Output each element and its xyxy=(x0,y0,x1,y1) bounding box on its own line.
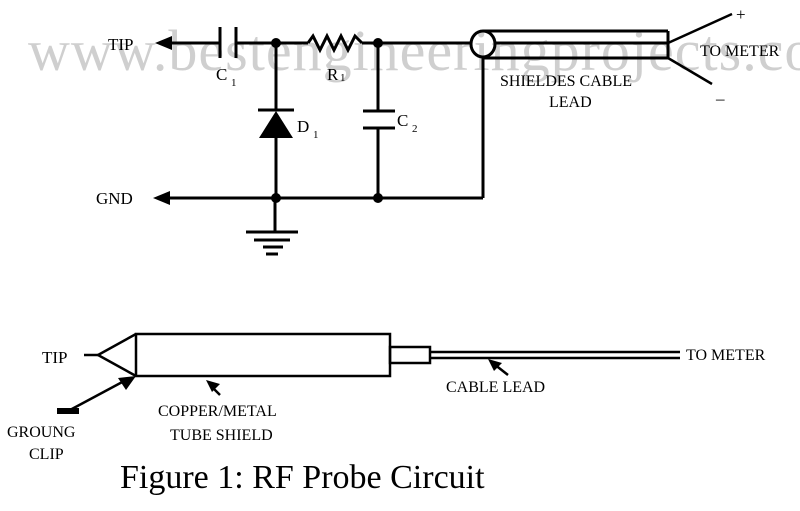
schematic: TIP C 1 R 1 D 1 C xyxy=(96,5,780,256)
lead-positive xyxy=(667,12,733,45)
r1-subscript: 1 xyxy=(340,72,346,84)
cable-lead-arrow-icon xyxy=(488,359,502,371)
lead-negative xyxy=(667,56,713,86)
ground-symbol-icon xyxy=(246,198,298,256)
probe-tip-label: TIP xyxy=(42,348,68,367)
junction-node xyxy=(373,193,383,203)
c1-label: C xyxy=(216,65,227,84)
c2-subscript: 2 xyxy=(412,123,418,135)
cable-lead-label: CABLE LEAD xyxy=(446,379,545,396)
copper-tube-shield xyxy=(134,332,392,378)
probe-tip-cone xyxy=(95,332,137,378)
capacitor-c2 xyxy=(363,109,395,130)
figure-caption: Figure 1: RF Probe Circuit xyxy=(120,459,485,496)
c1-subscript: 1 xyxy=(231,77,237,89)
c2-label: C xyxy=(397,111,408,130)
cable-label-line1: SHIELDES CABLE xyxy=(500,73,632,90)
plus-sign: + xyxy=(736,5,746,24)
diode-d1 xyxy=(258,108,294,138)
ground-clip-icon xyxy=(57,408,79,414)
shield-label-line2: TUBE SHIELD xyxy=(170,427,273,444)
d1-label: D xyxy=(297,117,309,136)
ground-clip-label-line2: CLIP xyxy=(29,446,64,463)
shield-label-line1: COPPER/METAL xyxy=(158,403,277,420)
ground-clip-label-line1: GROUNG xyxy=(7,424,76,441)
to-meter-label: TO METER xyxy=(700,43,780,60)
cable-boot xyxy=(388,345,432,365)
d1-subscript: 1 xyxy=(313,129,319,141)
shield-arrow-icon xyxy=(206,380,220,392)
gnd-label: GND xyxy=(96,189,133,208)
ground-clip-arrow-icon xyxy=(118,376,136,390)
minus-sign: – xyxy=(715,89,725,108)
tip-label: TIP xyxy=(108,35,134,54)
ground-clip-wire xyxy=(69,378,127,412)
r1-label: R xyxy=(327,65,339,84)
shielded-cable xyxy=(469,29,670,60)
watermark: www.bestengineeringprojects.com xyxy=(28,18,800,83)
cable-label-line2: LEAD xyxy=(549,94,592,111)
resistor-r1 xyxy=(306,32,364,54)
gnd-arrow-icon xyxy=(153,191,170,205)
probe-to-meter-label: TO METER xyxy=(686,347,766,364)
tip-arrow-icon xyxy=(155,36,172,50)
probe-drawing: TIP TO METER GROUNG CLIP COPPER/METAL TU… xyxy=(7,332,766,463)
